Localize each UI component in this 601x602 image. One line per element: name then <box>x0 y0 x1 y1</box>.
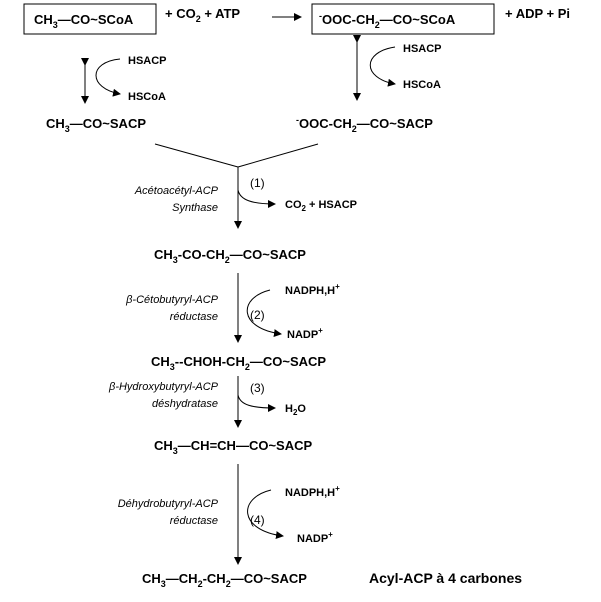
step2-enzyme-line2: réductase <box>170 311 218 323</box>
step2-cofactor-out: NADP+ <box>287 326 323 341</box>
reaction-inputs: + CO2 + ATP <box>165 6 240 24</box>
step3-side-curve <box>237 394 276 412</box>
acetyl-coa: CH3—CO~SCoA <box>34 12 134 30</box>
acetoacetyl-acp: CH3-CO-CH2—CO~SACP <box>154 247 306 265</box>
step1-side-curve <box>237 189 276 208</box>
step2-cofactor-in: NADPH,H+ <box>285 282 340 297</box>
left-exchange-out: HSCoA <box>128 91 166 103</box>
left-exchange-in: HSACP <box>128 55 167 67</box>
step3-product: H2O <box>285 403 306 417</box>
right-exchange-out: HSCoA <box>403 79 441 91</box>
step1-enzyme-line1: Acétoacétyl-ACP <box>134 185 219 197</box>
malonyl-coa-box <box>311 3 495 35</box>
final-product-label: Acyl-ACP à 4 carbones <box>369 570 522 586</box>
right-exchange-in: HSACP <box>403 43 442 55</box>
step1-enzyme-line2: Synthase <box>172 202 218 214</box>
hydroxybutyryl-acp: CH3--CHOH-CH2—CO~SACP <box>151 354 326 372</box>
step4-cofactor-in: NADPH,H+ <box>285 484 340 499</box>
reaction-outputs: + ADP + Pi <box>505 6 570 21</box>
step2-number: (2) <box>250 308 265 322</box>
step3-enzyme-line1: β-Hydroxybutyryl-ACP <box>108 381 219 393</box>
step2-enzyme-line1: β-Cétobutyryl-ACP <box>125 294 219 306</box>
condensation-line-right <box>237 143 319 168</box>
malonyl-coa: -OOC-CH2—CO~SCoA <box>319 11 456 30</box>
step2-side-curve <box>246 289 282 337</box>
step4-number: (4) <box>250 513 265 527</box>
left-exchange-curve <box>95 58 121 97</box>
step3-number: (3) <box>250 381 265 395</box>
condensation-line-left <box>154 143 239 168</box>
right-exchange-curve <box>369 46 396 87</box>
butyryl-acp: CH3—CH2-CH2—CO~SACP <box>142 571 307 589</box>
acetyl-coa-box <box>23 3 157 35</box>
step1-product: CO2 + HSACP <box>285 199 357 213</box>
crotonyl-acp: CH3—CH=CH—CO~SACP <box>154 438 312 456</box>
acetyl-acp: CH3—CO~SACP <box>46 116 146 134</box>
step3-enzyme-line2: déshydratase <box>152 398 218 410</box>
malonyl-acp: -OOC-CH2—CO~SACP <box>296 115 433 134</box>
step4-enzyme-line1: Déhydrobutyryl-ACP <box>118 498 219 510</box>
step4-cofactor-out: NADP+ <box>297 530 333 545</box>
step1-number: (1) <box>250 176 265 190</box>
step4-enzyme-line2: réductase <box>170 515 218 527</box>
step4-side-curve <box>247 489 284 540</box>
